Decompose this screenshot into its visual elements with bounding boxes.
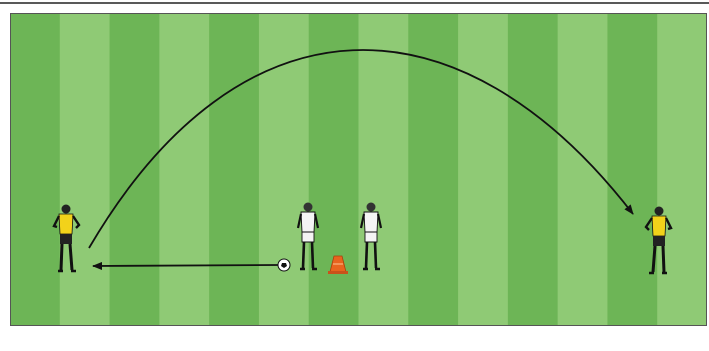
player-torso [652, 216, 666, 236]
player-leg-left [61, 244, 62, 270]
player-leg-right [375, 242, 376, 268]
player-leg-right [70, 244, 72, 270]
player-shorts [60, 234, 72, 244]
pitch-stripe [110, 13, 160, 326]
pitch-stripe [458, 13, 508, 326]
player-leg-left [303, 242, 304, 268]
player-head [655, 207, 664, 216]
pitch-stripe [10, 13, 60, 326]
pitch [10, 13, 708, 326]
pitch-stripe [607, 13, 657, 326]
player-head [304, 203, 313, 212]
cone-base [328, 271, 348, 274]
pitch-stripe [309, 13, 359, 326]
ground-pass-arrow [93, 265, 278, 266]
player-torso [59, 214, 73, 234]
pitch-stripe [159, 13, 209, 326]
player-shorts [653, 236, 665, 246]
player-leg-left [366, 242, 367, 268]
player-leg-left [663, 246, 664, 272]
player-shorts [365, 232, 377, 242]
pitch-stripe [558, 13, 608, 326]
player-torso [364, 212, 378, 232]
player-leg-right [312, 242, 313, 268]
pitch-stripe [209, 13, 259, 326]
soccer-ball [278, 259, 290, 271]
player-head [367, 203, 376, 212]
pitch-stripe [60, 13, 110, 326]
pitch-stripe [657, 13, 707, 326]
player-torso [301, 212, 315, 232]
pitch-stripes [10, 13, 708, 326]
player-shorts [302, 232, 314, 242]
pitch-stripe [508, 13, 558, 326]
player-head [62, 205, 71, 214]
pitch-stripe [359, 13, 409, 326]
player-leg-right [653, 246, 655, 272]
pitch-stripe [259, 13, 309, 326]
